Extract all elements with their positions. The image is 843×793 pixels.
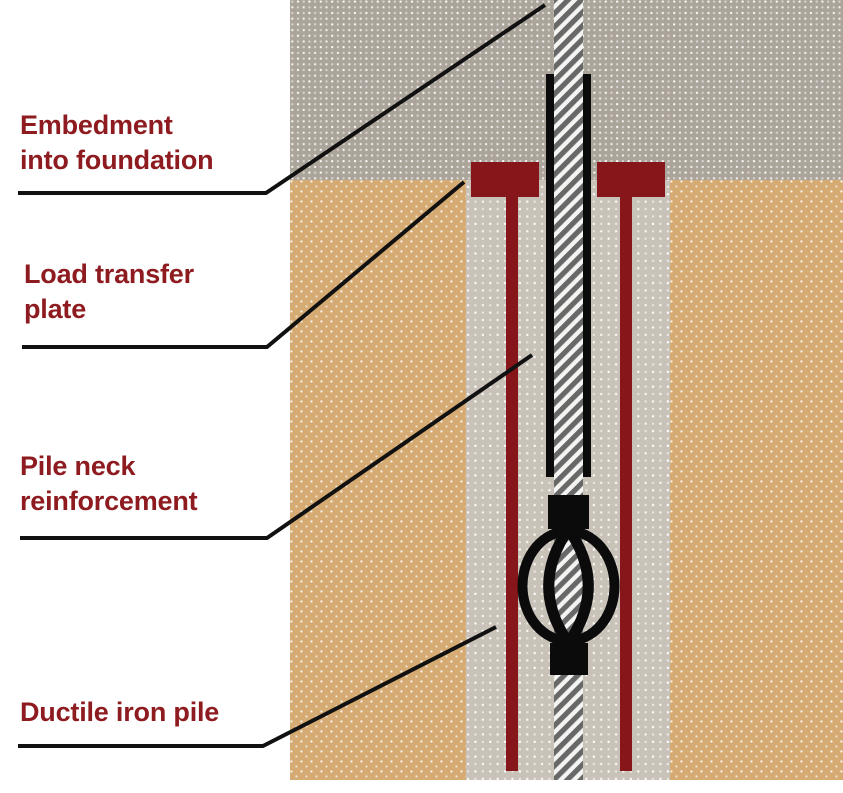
bulb-anchor-top-ferrule [548, 495, 589, 529]
pile-wall-bar-left [506, 197, 518, 771]
label-line: Ductile iron pile [20, 697, 220, 727]
pile-neck-reinforcement-bar-left [546, 74, 554, 477]
label-line: reinforcement [20, 486, 198, 516]
bulb-anchor-lens-left [543, 525, 574, 647]
label-line: Embedment [20, 110, 173, 140]
label-line: into foundation [20, 145, 214, 175]
label-ductile-iron-pile: Ductile iron pile [20, 695, 219, 730]
load-transfer-plate-right [597, 162, 665, 197]
leader-line-pile-neck [20, 353, 534, 540]
label-line: Pile neck [20, 451, 136, 481]
label-line: plate [24, 294, 87, 324]
bulb-anchor-bottom-ferrule [550, 643, 588, 675]
leader-line-embedment [18, 3, 547, 195]
leader-line-load-plate [22, 180, 466, 349]
load-transfer-plate-left [471, 162, 539, 197]
label-embedment-into-foundation: Embedment into foundation [20, 108, 214, 178]
label-line: Load transfer [24, 259, 194, 289]
leader-line-ductile-pile [18, 625, 497, 748]
pile-wall-bar-right [620, 197, 632, 771]
bulb-anchor-lens-right [563, 525, 594, 647]
pile-neck-reinforcement-bar-right [583, 74, 591, 477]
label-pile-neck-reinforcement: Pile neck reinforcement [20, 449, 198, 519]
label-load-transfer-plate: Load transfer plate [24, 257, 194, 327]
